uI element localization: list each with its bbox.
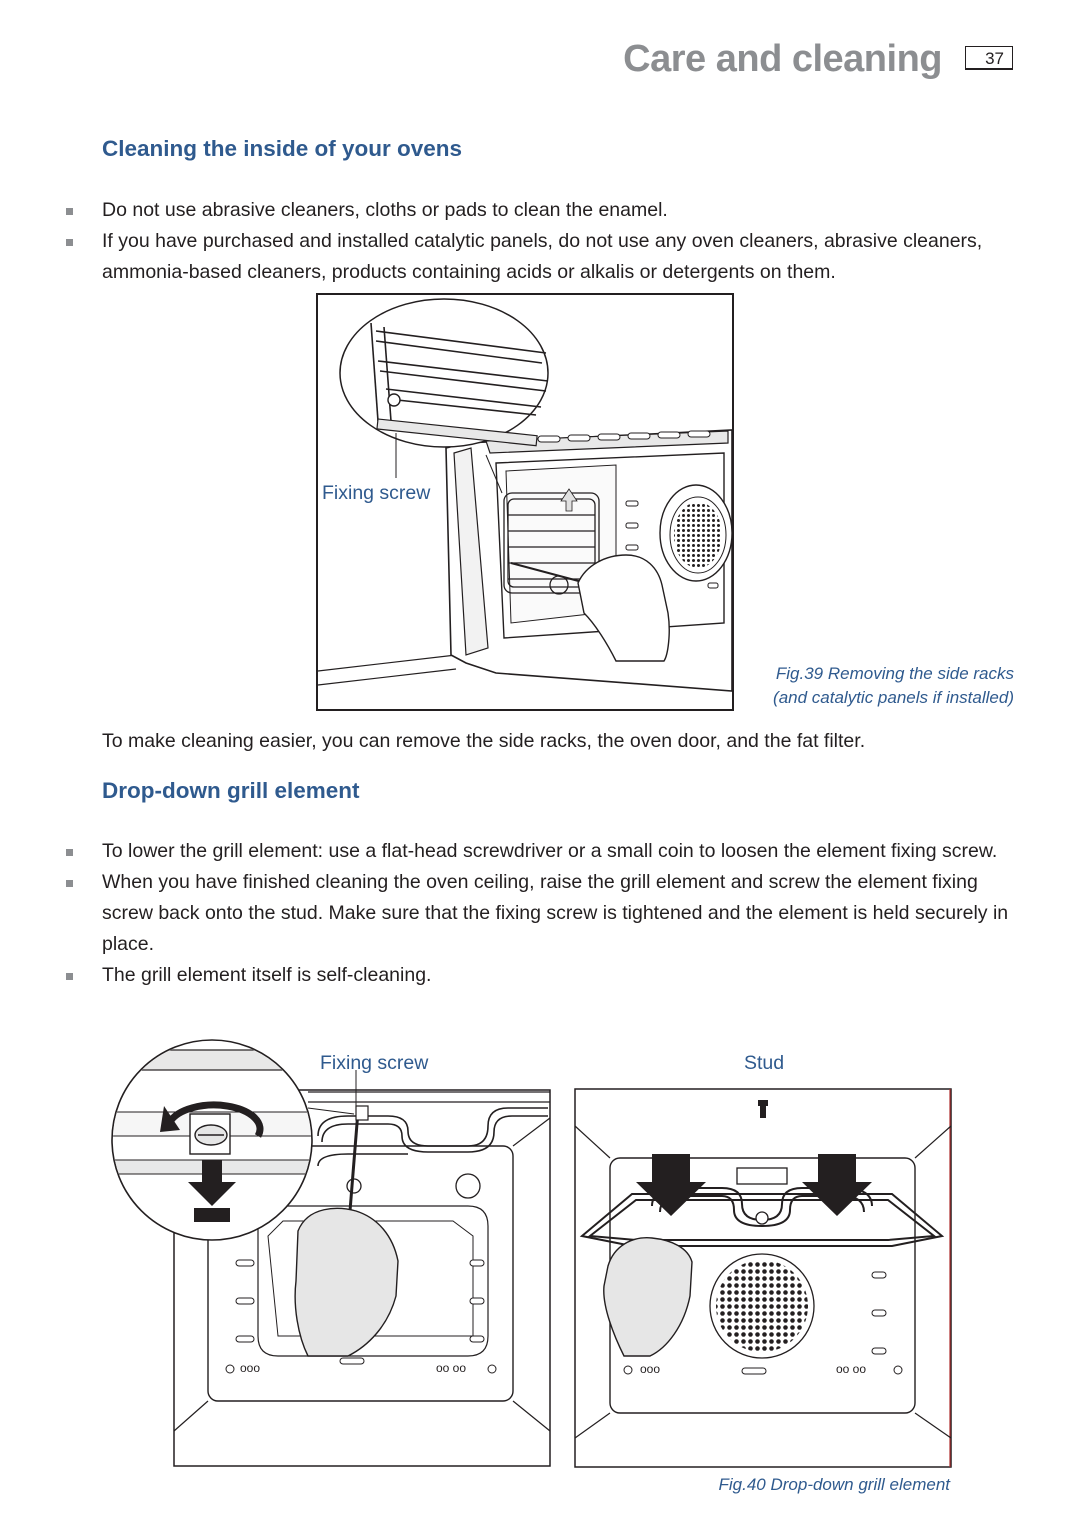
page-number: 37 [965, 46, 1013, 70]
bullet-square-icon [66, 239, 73, 246]
figure-40-left-lowering-grill: ooo oo oo [108, 1036, 552, 1468]
down-arrow-right-icon [802, 1154, 872, 1216]
list-item: If you have purchased and installed cata… [64, 226, 1014, 288]
grill-raising-illustration: ooo oo oo [574, 1088, 952, 1468]
figure-40-right-raising-grill: ooo oo oo [572, 1086, 954, 1470]
list-item: Do not use abrasive cleaners, cloths or … [64, 195, 1014, 226]
page-title: Care and cleaning [623, 38, 942, 80]
section-heading-cleaning-inside: Cleaning the inside of your ovens [102, 136, 463, 161]
down-arrow-left-icon [636, 1154, 706, 1216]
figure-39-caption: Fig.39 Removing the side racks (and cata… [773, 664, 1014, 707]
section-heading-drop-down-grill: Drop-down grill element [102, 778, 360, 803]
stud-label: Stud [744, 1052, 785, 1074]
bullet-list-cleaning: Do not use abrasive cleaners, cloths or … [64, 195, 1014, 288]
vent-holes-left: ooo [240, 1361, 260, 1375]
fixing-screw-label-fig39: Fixing screw [322, 482, 431, 504]
vent-holes-right: oo oo [436, 1361, 466, 1375]
bullet-square-icon [66, 208, 73, 215]
bullet-square-icon [66, 849, 73, 856]
bullet-square-icon [66, 880, 73, 887]
list-item: The grill element itself is self-cleanin… [64, 960, 1014, 991]
vent-holes-left: ooo [640, 1362, 660, 1376]
bullet-square-icon [66, 973, 73, 980]
fixing-screw-label-fig40: Fixing screw [320, 1052, 429, 1074]
stud-icon [760, 1104, 766, 1118]
oven-illustration [316, 293, 734, 711]
figure-40-caption: Fig.40 Drop-down grill element [718, 1475, 951, 1494]
grill-lowering-illustration: ooo oo oo [111, 1039, 551, 1467]
figure-39-oven-side-racks [316, 293, 734, 711]
list-item: When you have finished cleaning the oven… [64, 867, 1014, 960]
list-item: To lower the grill element: use a flat-h… [64, 836, 1014, 867]
paragraph-cleaning-easier: To make cleaning easier, you can remove … [102, 730, 866, 752]
vent-holes-right: oo oo [836, 1362, 866, 1376]
bullet-list-grill: To lower the grill element: use a flat-h… [64, 836, 1014, 991]
